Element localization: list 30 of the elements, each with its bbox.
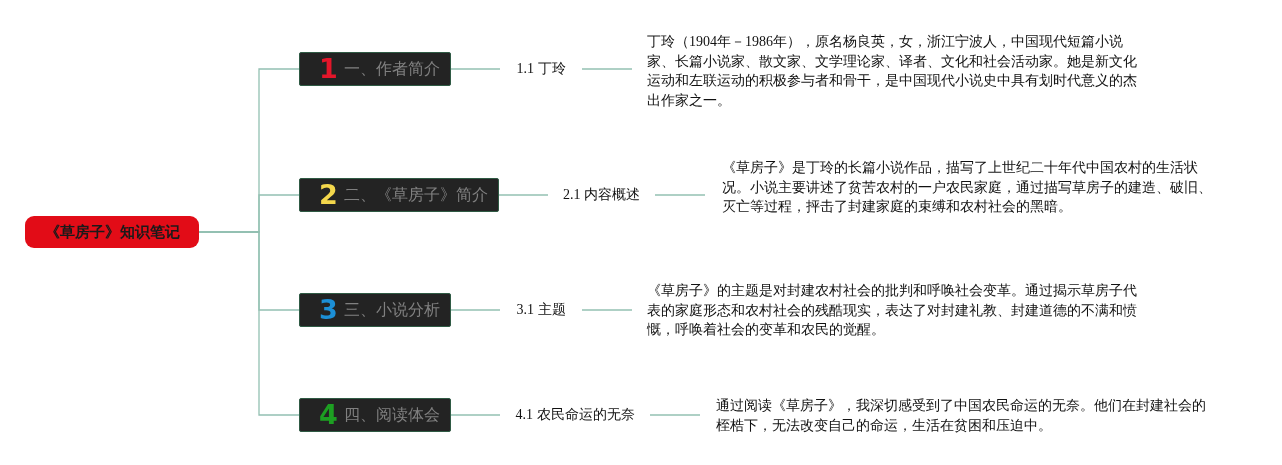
connector-line	[581, 68, 633, 70]
section-box	[299, 293, 451, 327]
section-box	[299, 178, 499, 212]
section-title: 四、阅读体会	[343, 405, 440, 425]
description-text: 通过阅读《草房子》，我深切感受到了中国农民命运的无奈。他们在封建社会的桎梏下，无法改变自己的命运，生活在贫困和压迫中。	[700, 396, 1214, 435]
connector-line	[450, 68, 501, 70]
description-text: 《草房子》是丁玲的长篇小说作品，描写了上世纪二十年代中国农村的生活状况。小说主要讲述了贫苦农村的一户农民家庭，通过描写草房子的建造、破旧、灭亡等过程，抨击了封建家庭的束缚和农村社会的黑暗。	[705, 158, 1219, 217]
section-number: 1	[319, 54, 338, 84]
section-number: 2	[319, 180, 338, 210]
subtopic-label: 4.1 农民命运的无奈	[500, 406, 650, 424]
section-number: 4	[319, 400, 338, 430]
connector-line	[581, 309, 633, 311]
connector-line	[450, 309, 501, 311]
connector-line	[649, 414, 701, 416]
connector-line	[654, 194, 706, 196]
section-title: 二、《草房子》简介	[343, 185, 488, 205]
section-title: 三、小说分析	[343, 300, 440, 320]
subtopic-label: 1.1 丁玲	[500, 60, 582, 78]
description-text: 《草房子》的主题是对封建农村社会的批判和呼唤社会变革。通过揭示草房子代表的家庭形态和农村社会的残酷现实，表达了对封建礼教、封建道德的不满和愤慨，呼唤着社会的变革和农民的觉醒。	[632, 281, 1144, 340]
section-number: 3	[319, 295, 338, 325]
section-box	[299, 52, 451, 86]
section-title: 一、作者简介	[343, 59, 440, 79]
connector-line	[198, 231, 300, 416]
subtopic-label: 3.1 主题	[500, 301, 582, 319]
root-topic: 《草房子》知识笔记	[25, 216, 199, 248]
connector-line	[498, 194, 549, 196]
section-box	[299, 398, 451, 432]
description-text: 丁玲（1904年－1986年），原名杨良英，女，浙江宁波人，中国现代短篇小说家、长篇小说家、散文家、文学理论家、译者、文化和社会活动家。她是新文化运动和左联运动的积极参与者和骨干，是中国现代小说史中具有划时代意义的杰出作家之一。	[632, 32, 1144, 110]
connector-line	[450, 414, 501, 416]
subtopic-label: 2.1 内容概述	[548, 186, 655, 204]
